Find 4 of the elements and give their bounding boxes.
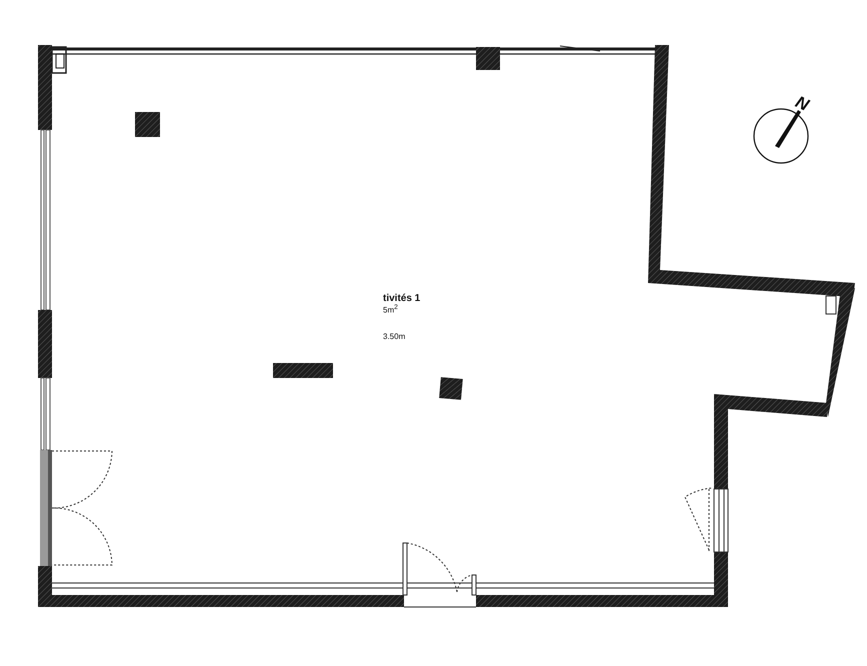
ceiling-height-label: 3.50m — [383, 333, 406, 341]
room-name: tivités 1 — [383, 294, 420, 304]
area-label: 5m$^{2}$ — [383, 305, 398, 315]
north-label: N — [792, 93, 812, 114]
